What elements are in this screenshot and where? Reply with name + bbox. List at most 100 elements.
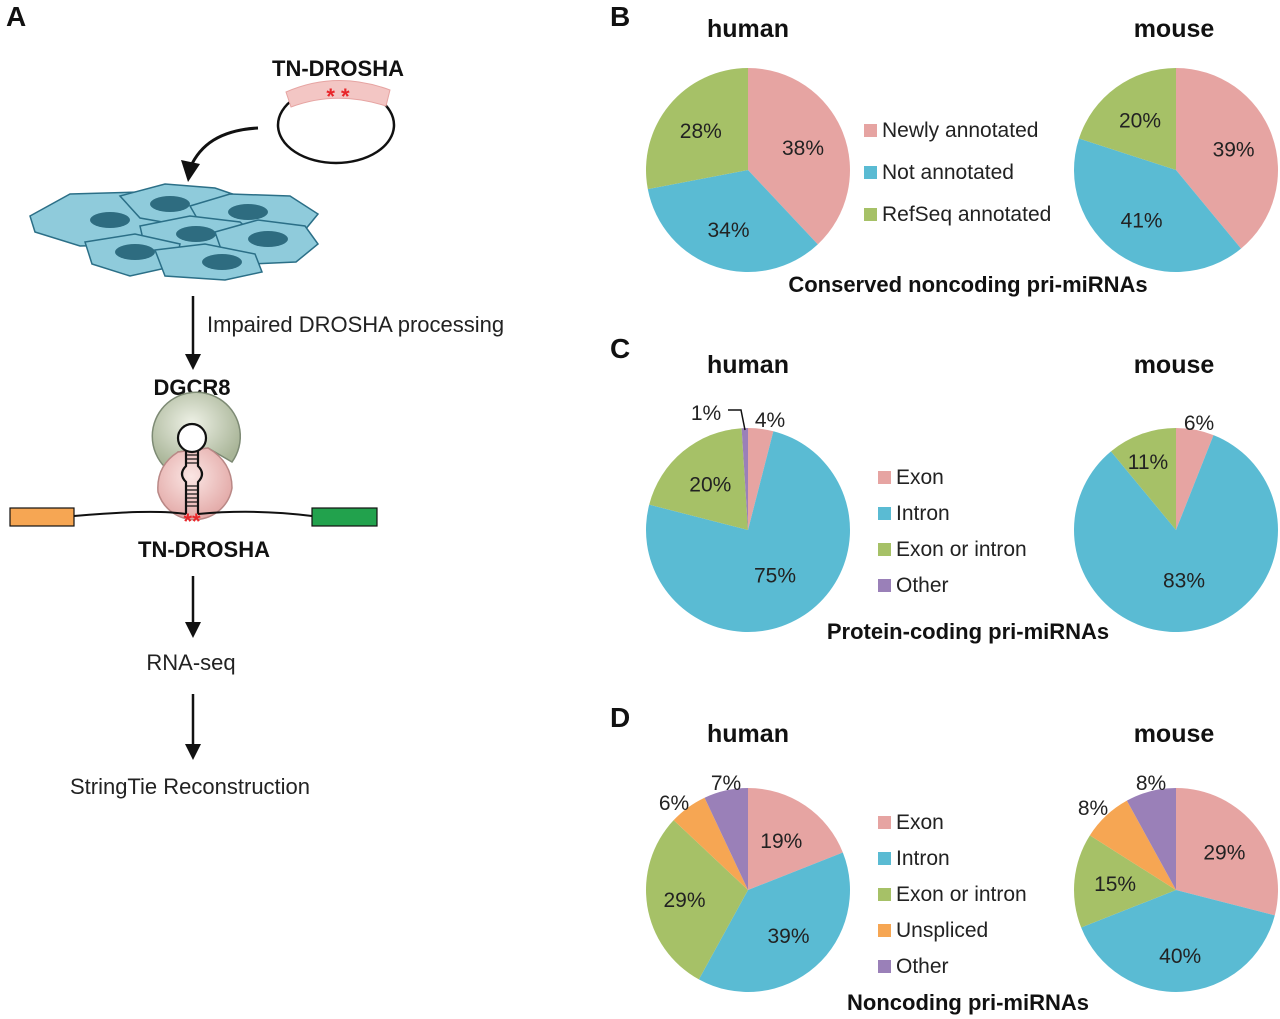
pie-slice-exon (748, 428, 774, 530)
panel-a-letter: A (6, 1, 26, 32)
pie-slice-exon-or-intron (646, 820, 748, 980)
pie-slice-other (704, 788, 748, 890)
cell-nucleus (150, 196, 190, 212)
pie-pct-label: 75% (754, 565, 796, 588)
panel-d-letter: D (610, 702, 630, 733)
legend-label: Other (896, 955, 949, 978)
pie-d-mouse: 29%40%15%8%8% (1073, 772, 1279, 993)
panel-d: D human mouse 19%39%29%6%7% 29%40%15%8%8… (610, 702, 1279, 1015)
pie-slice-refseq-annotated (646, 68, 748, 190)
pie-pct-label: 19% (760, 830, 802, 853)
legend-label: Exon (896, 811, 944, 834)
cell-nucleus (202, 254, 242, 270)
panel-c-human-label: human (707, 351, 789, 379)
legend-label: Unspliced (896, 919, 988, 942)
pie-pct-label: 28% (680, 120, 722, 143)
pie-slice-newly-annotated (748, 68, 850, 245)
pie-b-human: 38% 34% 28% (646, 68, 850, 272)
legend-label: Intron (896, 502, 950, 525)
step-stringtie: StringTie Reconstruction (70, 774, 310, 799)
cell-nucleus (90, 212, 130, 228)
legend-label: Exon (896, 466, 944, 489)
panel-b-letter: B (610, 1, 630, 32)
pie-pct-label: 6% (659, 792, 689, 815)
legend-swatch (878, 960, 891, 973)
pie-c-human: 4%75%20%1% (645, 402, 850, 632)
pie-c-mouse: 6%83%11% (1074, 412, 1279, 632)
plasmid-insert (285, 79, 391, 108)
transfection-arrowhead (181, 160, 200, 182)
pie-slice-unspliced (673, 797, 748, 890)
legend-label: RefSeq annotated (882, 203, 1051, 226)
legend-swatch (878, 507, 891, 520)
pie-pct-label: 20% (689, 473, 731, 496)
cell-nucleus (248, 231, 288, 247)
pie-slice-intron (1074, 435, 1279, 632)
pie-slice-other (1126, 788, 1176, 890)
panel-b: B human mouse 38% 34% 28% 39%41%20% Newly … (610, 1, 1279, 297)
panel-c-letter: C (610, 333, 630, 364)
panel-b-mouse-label: mouse (1134, 15, 1215, 43)
plasmid-label: TN-DROSHA (272, 56, 404, 81)
pie-slice-exon (1176, 788, 1279, 916)
hairpin-basepairs (186, 454, 198, 507)
pie-slice-other (741, 428, 748, 530)
panel-c: C human mouse 4%75%20%1% 6%83%11% ExonIn… (610, 333, 1279, 644)
cell-nucleus (228, 204, 268, 220)
legend-label: Not annotated (882, 161, 1014, 184)
legend-label: Exon or intron (896, 883, 1027, 906)
legend-label: Newly annotated (882, 119, 1038, 142)
panel-d-title: Noncoding pri-miRNAs (847, 990, 1089, 1015)
pie-d-human: 19%39%29%6%7% (646, 772, 851, 992)
pie-b-mouse: 39%41%20% (1073, 68, 1279, 273)
legend-label: Exon or intron (896, 538, 1027, 561)
panel-d-human-label: human (707, 720, 789, 748)
pie-pct-label: 34% (707, 219, 749, 242)
leader-line-other (728, 409, 746, 431)
pie-slice-intron (645, 431, 850, 632)
pie-slice-exon-or-intron (649, 428, 748, 530)
tn-drosha-label: TN-DROSHA (138, 537, 270, 562)
pie-slice-intron (1081, 890, 1275, 993)
legend-swatch (878, 579, 891, 592)
legend-swatch (864, 208, 877, 221)
drosha-shape (157, 447, 233, 521)
plasmid-mutation-marks: * * (326, 84, 350, 109)
pie-pct-label: 29% (1203, 842, 1245, 865)
cell-nucleus (115, 244, 155, 260)
panel-b-title: Conserved noncoding pri-miRNAs (788, 272, 1147, 297)
pie-slice-refseq-annotated (1078, 68, 1176, 170)
pri-mirna-transcript (73, 510, 313, 517)
pie-slice-not-annotated (647, 170, 818, 272)
pie-slice-unspliced (1089, 800, 1176, 890)
pie-pct-label: 29% (663, 889, 705, 912)
pie-pct-label: 8% (1078, 797, 1108, 820)
arrow-3-head (185, 744, 201, 760)
legend-swatch (864, 166, 877, 179)
pie-pct-label: 7% (711, 772, 741, 795)
panel-b-human-label: human (707, 15, 789, 43)
cell-nucleus (176, 226, 216, 242)
pie-slice-not-annotated (1073, 138, 1242, 273)
drosha-mutation-marks: ** (183, 509, 201, 534)
pie-slice-exon (748, 788, 843, 890)
pie-pct-label: 4% (755, 409, 785, 432)
pie-pct-label: 41% (1121, 210, 1163, 233)
pie-slice-exon-or-intron (1110, 428, 1176, 530)
panel-c-title: Protein-coding pri-miRNAs (827, 619, 1109, 644)
legend-swatch (878, 924, 891, 937)
arrow-2-head (185, 622, 201, 638)
legend-label: Intron (896, 847, 950, 870)
legend-label: Other (896, 574, 949, 597)
pie-pct-label: 15% (1094, 873, 1136, 896)
legend-swatch (878, 543, 891, 556)
pie-slice-intron (698, 852, 851, 992)
hairpin-strand-right (196, 451, 204, 514)
pie-pct-label: 38% (782, 137, 824, 160)
exon-left (9, 507, 75, 527)
pie-slice-exon-or-intron (1073, 835, 1176, 928)
